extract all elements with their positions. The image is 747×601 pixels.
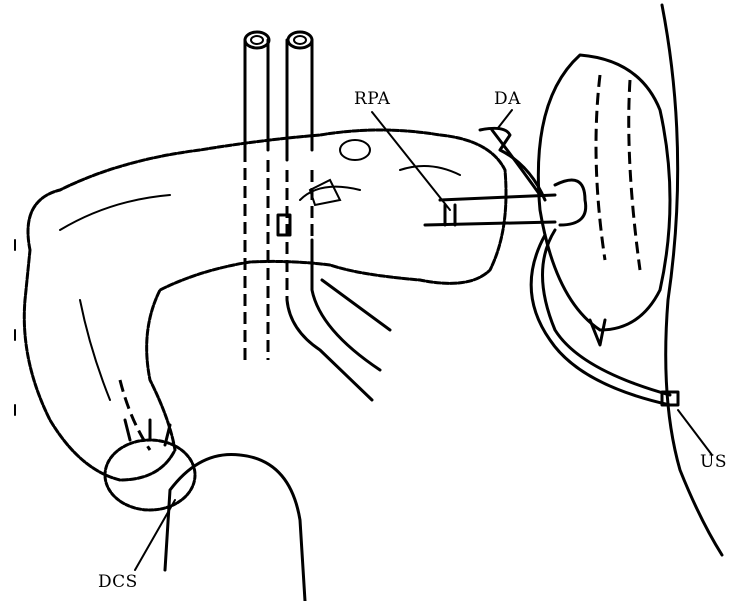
spleen: [529, 53, 672, 407]
pancreas: [22, 128, 508, 482]
rpa-leader: [371, 111, 451, 211]
label-dcs: DCS: [98, 572, 138, 592]
stomach-outline: [163, 452, 307, 601]
us-suture-knot: [660, 390, 680, 407]
label-rpa: RPA: [354, 89, 391, 109]
duodenal-stump: [103, 418, 197, 512]
label-us: US: [700, 452, 727, 472]
label-da: DA: [494, 89, 521, 109]
abdominal-wall: [660, 3, 724, 557]
da-leader: [497, 109, 513, 129]
dcs-leader: [134, 499, 176, 571]
great-vessels: [243, 30, 392, 402]
us-leader: [677, 409, 713, 456]
duct-and-tube: [423, 126, 557, 227]
